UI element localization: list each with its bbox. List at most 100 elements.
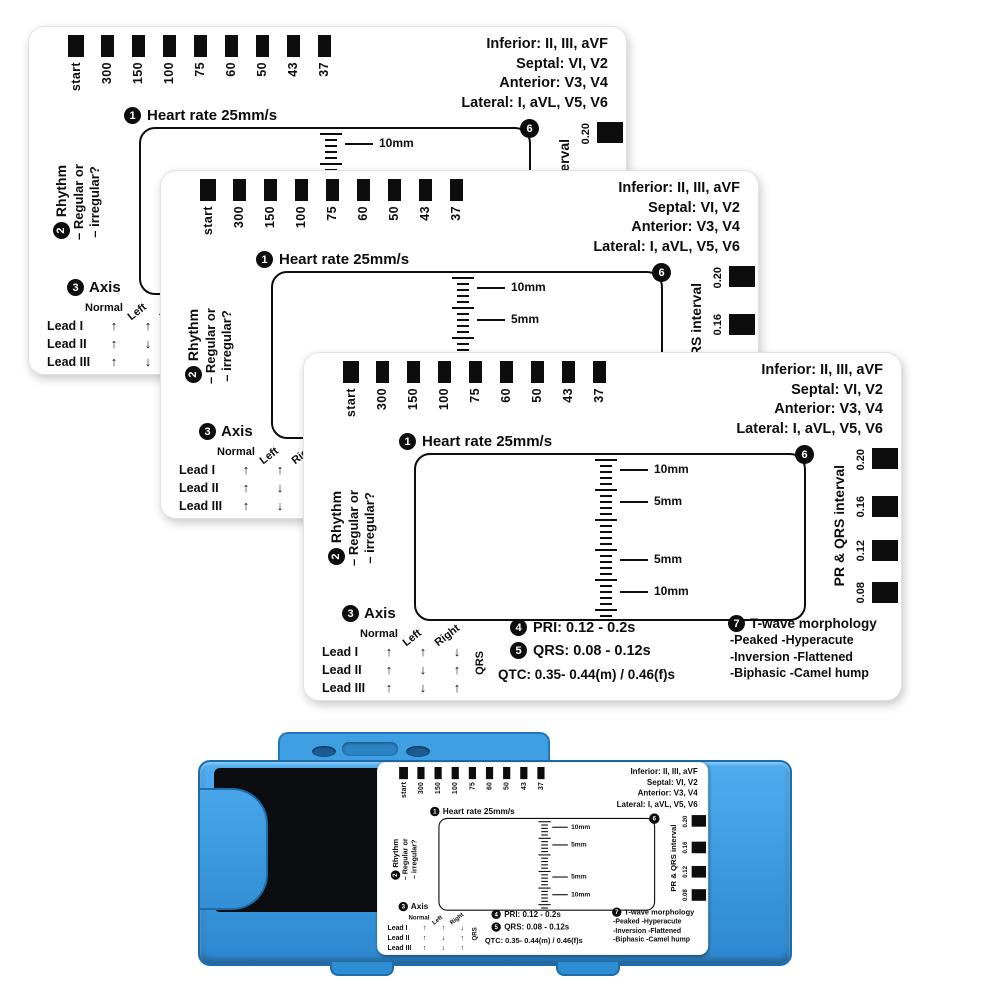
rate-tick-bar [449, 179, 463, 201]
axis-lead-label: Lead I [47, 318, 84, 333]
twave-title-text: T-wave morphology [624, 907, 695, 917]
qrs-interval-line: 5 QRS: 0.08 - 0.12s [510, 642, 651, 659]
rate-tick: 50 [387, 179, 401, 235]
rate-tick: 50 [502, 766, 510, 798]
ruler-tick [600, 585, 612, 587]
ruler-tick [457, 343, 469, 345]
rate-tick: 43 [286, 35, 300, 91]
axis-header-normal: Normal [217, 446, 255, 458]
ruler-tick [541, 894, 548, 896]
twave-line: -Inversion -Flattened [730, 649, 853, 664]
rate-tick-bar [418, 179, 432, 201]
rate-tick-bar [343, 361, 359, 383]
pr-scale-block [872, 496, 898, 517]
rate-tick-bar [592, 361, 606, 383]
axis-lead-label: Lead II [47, 336, 87, 351]
axis-arrow-icon: ↓ [144, 336, 152, 351]
rate-tick: 300 [416, 766, 425, 798]
step-5-badge: 5 [510, 642, 527, 659]
axis-lead-label: Lead I [322, 644, 359, 659]
rhythm-line: – irregular? [86, 166, 102, 238]
rate-tick: 43 [520, 766, 527, 798]
ruler-tick [595, 549, 617, 551]
mm-ruler [594, 459, 618, 617]
qtc-interval-line: QTC: 0.35- 0.44(m) / 0.46(f)s [485, 936, 583, 944]
ruler-tick [541, 880, 548, 883]
axis-arrow-icon: ↑ [419, 644, 427, 659]
rate-tick: 43 [561, 361, 575, 417]
rhythm-block: 2 Rhythm – Regular or – irregular? [319, 446, 385, 610]
holder-thumb-notch [200, 788, 268, 910]
heart-rate-ruler: start 300 150 100 75 60 50 43 37 [343, 361, 606, 417]
ruler-tick [538, 837, 551, 839]
rate-tick-bar [286, 35, 300, 57]
heart-rate-line: 1 Heart rate 25mm/s [430, 806, 515, 817]
ruler-tick [595, 489, 617, 491]
pri-value: PRI: 0.12 - 0.2s [533, 619, 636, 636]
lead-line-septal: Septal: VI, V2 [516, 55, 608, 72]
ruler-tick [325, 151, 337, 153]
qtc-value: QTC: 0.35- 0.44(m) / 0.46(f)s [484, 936, 583, 945]
lead-line-lateral: Lateral: I, aVL, V5, V6 [461, 94, 608, 111]
step-1-badge: 1 [430, 806, 440, 817]
ruler-tick [457, 289, 469, 291]
rate-tick-bar [193, 35, 207, 57]
axis-qrs-label: QRS [474, 651, 486, 675]
step-7-badge: 7 [612, 907, 622, 917]
lead-line-anterior: Anterior: V3, V4 [631, 219, 740, 236]
axis-lead-label: Lead II [179, 480, 219, 495]
rate-tick-label: 300 [416, 781, 425, 795]
axis-arrow-icon: ↑ [422, 933, 427, 942]
rate-tick: 75 [468, 361, 482, 417]
axis-header-normal: Normal [360, 628, 398, 640]
qrs-value: QRS: 0.08 - 0.12s [533, 642, 651, 659]
axis-title: 3 Axis [398, 901, 428, 912]
heart-rate-line: 1 Heart rate 25mm/s [399, 433, 552, 450]
axis-header-normal: Normal [408, 914, 430, 922]
step-4-badge: 4 [510, 619, 527, 636]
pr-scale-block [729, 266, 755, 287]
lead-line-inferior: Inferior: II, III, aVF [630, 767, 698, 777]
mm-tick-label: 5mm [571, 872, 587, 881]
ruler-tick [600, 471, 612, 473]
axis-lead-label: Lead III [322, 680, 366, 695]
ecg-card-inserted: start 300 150 100 75 60 50 43 37 1 Heart… [377, 762, 709, 955]
mm-tick-label: 10mm [654, 584, 689, 598]
ruler-tick [325, 145, 337, 147]
lead-line-lateral: Lateral: I, aVL, V5, V6 [736, 420, 883, 437]
ruler-tick [600, 513, 612, 515]
rate-tick: 75 [468, 766, 476, 798]
axis-title: 3 Axis [199, 423, 253, 440]
axis-arrow-icon: ↓ [144, 354, 152, 369]
mm-leader-line [620, 559, 648, 561]
holder-bottom-tab [556, 962, 620, 976]
rate-tick-bar [502, 766, 510, 780]
step-1-badge: 1 [124, 107, 141, 124]
rhythm-line: – irregular? [361, 492, 377, 564]
axis-row-lead-3: Lead III ↑ ↓ ↑ [322, 680, 474, 695]
rate-tick-label: 37 [536, 781, 545, 791]
ecg-reference-card: start 300 150 100 75 60 50 43 37 1 Heart… [377, 762, 709, 955]
holder-slider-slot [342, 742, 398, 756]
rate-tick-label: 100 [451, 781, 459, 795]
axis-arrow-icon: ↑ [422, 923, 427, 932]
ruler-tick [600, 525, 612, 527]
ecg-card-front: start 300 150 100 75 60 50 43 37 1 Heart… [303, 352, 902, 701]
holder-bottom-tab [330, 962, 394, 976]
lead-line-inferior: Inferior: II, III, aVF [761, 362, 883, 378]
rate-tick-label: 60 [224, 62, 238, 77]
ruler-tick [600, 543, 612, 545]
ruler-tick [600, 603, 612, 605]
axis-arrow-icon: ↑ [242, 480, 250, 495]
axis-title: 3 Axis [342, 605, 396, 622]
rate-tick-bar [100, 35, 114, 57]
ruler-tick [538, 854, 551, 856]
ruler-tick [541, 884, 548, 886]
rate-tick: 60 [356, 179, 370, 235]
ruler-tick [325, 157, 337, 159]
ruler-tick [600, 561, 612, 563]
mm-leader-line [552, 826, 568, 828]
heart-rate-line: 1 Heart rate 25mm/s [124, 107, 277, 124]
mm-tick-label: 10mm [571, 822, 591, 831]
step-6-badge: 6 [652, 263, 671, 282]
